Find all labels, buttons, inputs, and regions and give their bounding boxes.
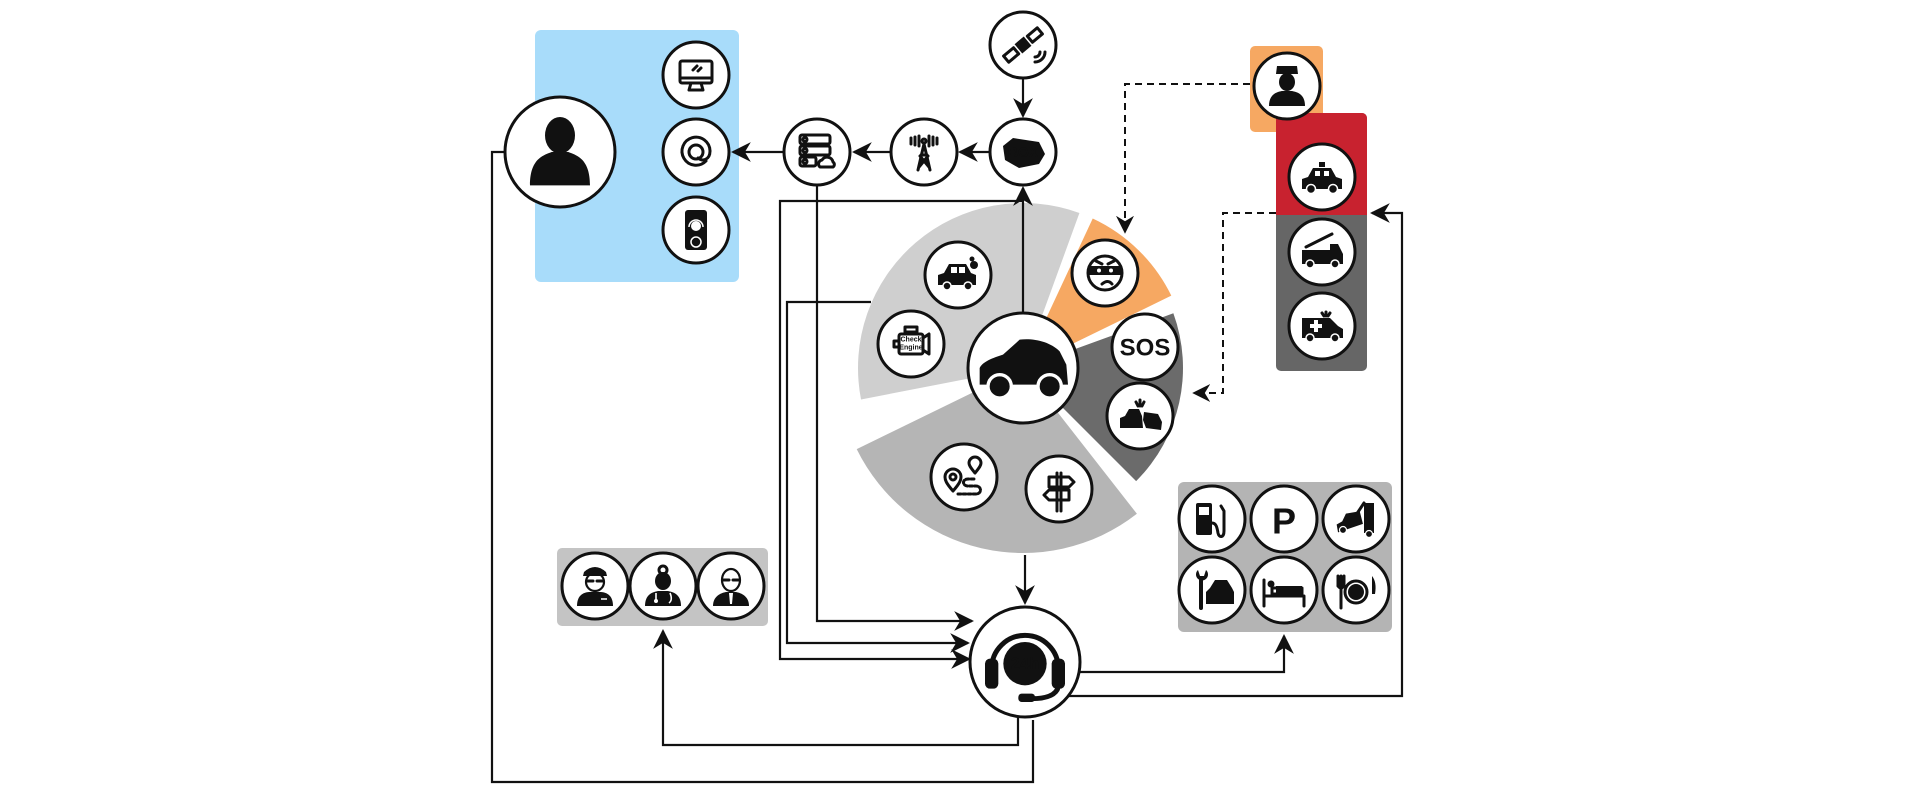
parking-icon-node[interactable]: P xyxy=(1249,484,1319,554)
edge-server-callcenter xyxy=(815,186,974,631)
mechanic-icon xyxy=(577,567,613,606)
edge-callcenter-people xyxy=(653,629,1020,747)
cell-tower-icon-circle xyxy=(889,117,959,187)
server-cloud-icon-node[interactable] xyxy=(782,117,852,187)
fuel-station-icon-node[interactable] xyxy=(1177,484,1247,554)
user-icon-node[interactable] xyxy=(503,95,617,209)
node-label: Engine xyxy=(899,345,922,352)
mobile-video-call-icon-node[interactable] xyxy=(661,195,731,265)
police-officer-icon xyxy=(1269,66,1305,106)
ambulance-icon xyxy=(1302,310,1343,343)
headset-24h-icon-node[interactable]: 24h xyxy=(968,605,1082,719)
route-map-icon-circle xyxy=(929,442,999,512)
mechanic-icon-node[interactable] xyxy=(560,551,630,621)
edge-emergency-crash xyxy=(1192,212,1276,402)
fire-truck-icon-node[interactable] xyxy=(1287,217,1357,287)
thief-mask-icon xyxy=(1086,254,1124,292)
advisor-icon xyxy=(713,567,749,606)
user-icon xyxy=(530,117,590,186)
car-icon xyxy=(979,339,1068,400)
hotel-bed-icon-node[interactable] xyxy=(1249,555,1319,625)
route-map-icon xyxy=(943,455,983,496)
parking-icon-circle xyxy=(1249,484,1319,554)
fuel-station-icon xyxy=(1196,503,1226,538)
box-device-icon-node[interactable]: BOX xyxy=(988,117,1058,187)
restaurant-icon xyxy=(1336,574,1376,610)
thief-mask-icon-node[interactable] xyxy=(1070,238,1140,308)
police-car-icon-node[interactable] xyxy=(1287,142,1357,212)
car-breakdown-smoke-icon xyxy=(938,256,978,291)
police-car-icon xyxy=(1302,162,1342,195)
mobile-video-call-icon xyxy=(685,210,707,250)
parking-icon: P xyxy=(1272,501,1296,542)
email-at-icon xyxy=(680,135,712,167)
edge-diagnostics-callcenter xyxy=(785,300,970,653)
node-label: Check xyxy=(900,337,921,344)
server-cloud-icon xyxy=(798,133,836,169)
box-device-icon: BOX xyxy=(1003,138,1045,168)
car-repair-icon-node[interactable] xyxy=(1177,555,1247,625)
hotel-bed-icon xyxy=(1262,578,1306,608)
sos-icon-circle xyxy=(1110,312,1180,382)
car-crash-icon-node[interactable] xyxy=(1105,381,1175,451)
node-label: BOX xyxy=(1008,144,1039,160)
check-engine-icon-circle xyxy=(876,309,946,379)
computer-monitor-icon xyxy=(678,59,714,92)
node-label: 24h xyxy=(1011,654,1040,673)
computer-monitor-icon-circle xyxy=(661,40,731,110)
computer-monitor-icon-node[interactable] xyxy=(661,40,731,110)
restaurant-icon-node[interactable] xyxy=(1321,555,1391,625)
signpost-icon-node[interactable] xyxy=(1024,454,1094,524)
node-label: P xyxy=(1272,501,1296,542)
tow-truck-icon xyxy=(1336,501,1374,539)
signpost-icon xyxy=(1042,471,1076,513)
edges xyxy=(490,79,1404,784)
police-officer-icon-node[interactable] xyxy=(1252,51,1322,121)
cell-tower-icon xyxy=(909,134,939,172)
node-label: SOS xyxy=(1120,335,1171,362)
email-at-icon-node[interactable] xyxy=(661,117,731,187)
satellite-icon xyxy=(1002,26,1047,64)
advisor-icon-node[interactable] xyxy=(696,551,766,621)
doctor-icon xyxy=(645,564,681,606)
car-breakdown-smoke-icon-node[interactable] xyxy=(923,240,993,310)
server-cloud-icon-circle xyxy=(782,117,852,187)
car-icon-node[interactable] xyxy=(966,311,1080,425)
advisor-icon-circle xyxy=(696,551,766,621)
doctor-icon-node[interactable] xyxy=(628,551,698,621)
ambulance-icon-node[interactable] xyxy=(1287,291,1357,361)
fire-truck-icon xyxy=(1302,232,1343,269)
cell-tower-icon-node[interactable] xyxy=(889,117,959,187)
edge-police-thief xyxy=(1116,83,1250,234)
email-at-icon-circle xyxy=(661,117,731,187)
car-crash-icon xyxy=(1120,398,1162,430)
route-map-icon-node[interactable] xyxy=(929,442,999,512)
edge-callcenter-services xyxy=(1080,634,1294,674)
tow-truck-icon-node[interactable] xyxy=(1321,484,1391,554)
edge-callcenter-emergency xyxy=(1063,203,1404,698)
car-repair-icon xyxy=(1196,570,1234,610)
headset-24h-icon: 24h xyxy=(985,632,1065,702)
sos-icon-node[interactable]: SOS xyxy=(1110,312,1180,382)
satellite-icon-node[interactable] xyxy=(988,10,1058,80)
mechanic-icon-circle xyxy=(560,551,630,621)
sos-icon: SOS xyxy=(1120,335,1171,362)
edge-box-callcenter xyxy=(778,199,1023,669)
